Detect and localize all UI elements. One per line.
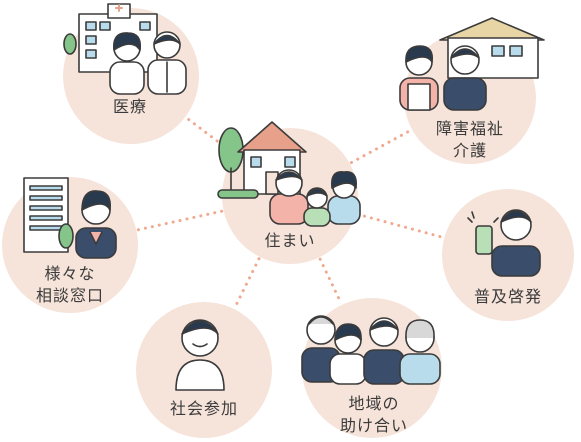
social-connector [233, 257, 261, 309]
medical-label: 医療 [112, 97, 147, 116]
awareness-label: 普及啓発 [473, 287, 542, 306]
welfare-connector [349, 129, 412, 165]
medical-connector [185, 116, 236, 156]
care-facility-staff-icon [399, 17, 545, 111]
consultation-label: 様々な 相談窓口 [35, 264, 104, 305]
hospital-doctors-icon [63, 3, 187, 95]
welfare-label: 障害福祉 介護 [435, 119, 504, 160]
community-label: 地域の 助け合い [339, 394, 408, 435]
house-family-icon [217, 121, 361, 227]
consultation-connector [136, 209, 224, 232]
person-smiling-icon [175, 319, 225, 391]
center-label: 住まい [264, 231, 316, 250]
community-connector [318, 257, 343, 305]
neighbors-group-icon [301, 315, 441, 385]
social-label: 社会参加 [169, 399, 238, 418]
awareness-connector [356, 212, 444, 239]
office-clerk-icon [23, 177, 117, 259]
smartphone-person-icon [467, 209, 541, 277]
